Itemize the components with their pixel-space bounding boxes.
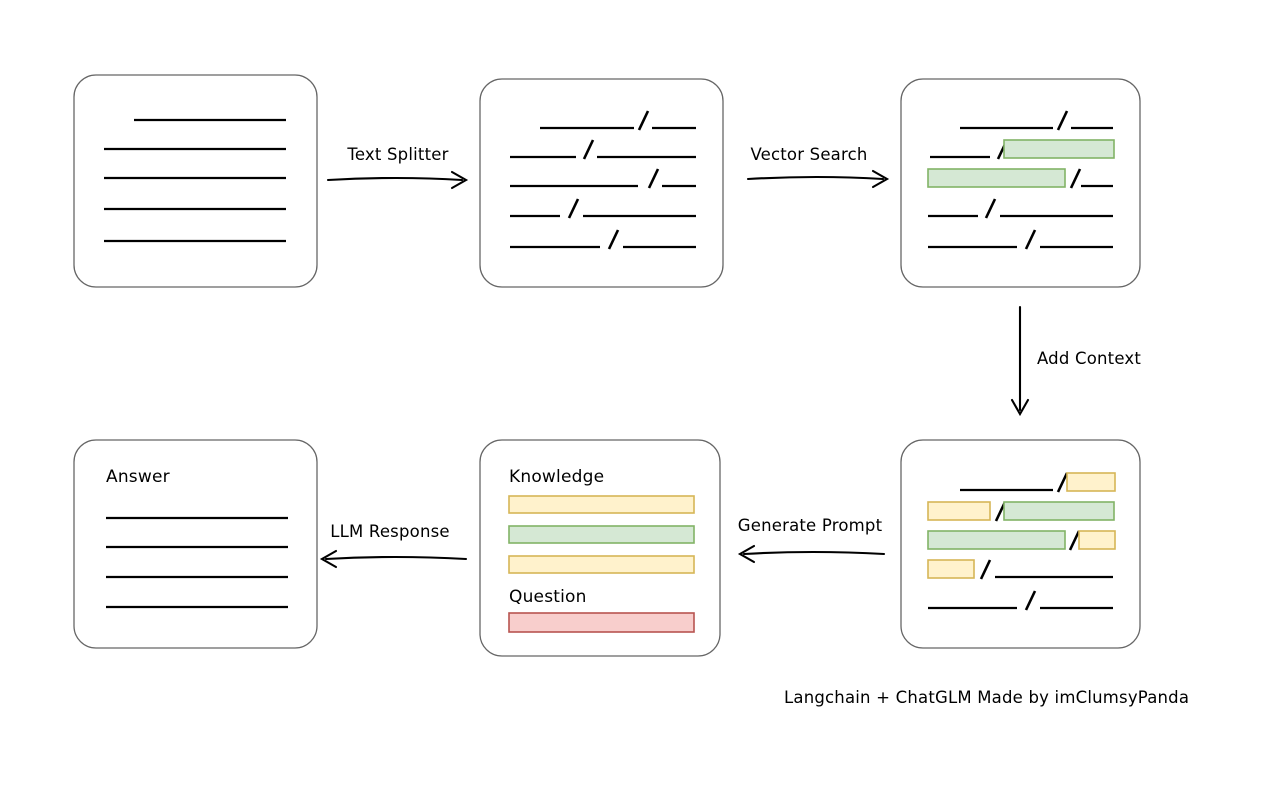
- retrieved-chunks-box: [900, 78, 1141, 288]
- answer-box: Answer: [73, 439, 318, 649]
- context-assembled-box: [900, 439, 1141, 649]
- vector-hits-chip-green-2-0: [927, 168, 1066, 188]
- source-document-box: [73, 74, 318, 288]
- diagram-caption: Langchain + ChatGLM Made by imClumsyPand…: [784, 688, 1189, 707]
- prompt-bar-yellow-0: [508, 495, 695, 514]
- prompt-bar-green-1: [508, 525, 695, 544]
- context-prompt-slash-4-1: [1024, 590, 1037, 611]
- answer-title: Answer: [106, 467, 170, 487]
- context-prompt-chip-yellow-0-2: [1066, 472, 1116, 492]
- prompt-frame: [479, 439, 721, 657]
- arrow-llm-response: LLM Response: [319, 522, 468, 569]
- context-prompt-chip-green-1-2: [1003, 501, 1115, 521]
- arrow-label-llm-response: LLM Response: [330, 522, 450, 541]
- vector-hits-slash-2-1: [1069, 168, 1082, 189]
- prompt-heading-1: Question: [509, 587, 587, 607]
- context-prompt-chip-yellow-3-0: [927, 559, 975, 579]
- prompt-bar-red-3: [508, 612, 695, 633]
- vector-hits-slash-3-1: [984, 198, 997, 219]
- arrow-text-splitter: Text Splitter: [326, 145, 469, 190]
- prompt-bar-yellow-2: [508, 555, 695, 574]
- context-prompt-chip-yellow-1-0: [927, 501, 991, 521]
- split-chunks-frame: [479, 78, 724, 288]
- arrow-label-add-context: Add Context: [1037, 349, 1141, 368]
- split-chunks-slash-2-1: [647, 168, 660, 189]
- arrow-generate-prompt: Generate Prompt: [737, 516, 886, 564]
- arrow-generate-prompt-head: [737, 544, 756, 564]
- vector-hits-slash-4-1: [1024, 229, 1037, 250]
- arrow-vector-search-head: [871, 169, 890, 189]
- vector-hits-slash-0-1: [1056, 110, 1069, 131]
- context-prompt-slash-0-1: [1056, 472, 1069, 493]
- split-chunks-box: [479, 78, 724, 288]
- arrow-label-vector-search: Vector Search: [750, 145, 867, 164]
- arrow-vector-search: Vector Search: [746, 145, 890, 189]
- arrow-add-context: Add Context: [1010, 305, 1141, 417]
- arrow-generate-prompt-shaft: [742, 550, 886, 556]
- arrow-llm-response-shaft: [324, 555, 468, 561]
- prompt-heading-0: Knowledge: [509, 467, 604, 487]
- arrow-llm-response-head: [319, 549, 338, 569]
- arrow-text-splitter-shaft: [326, 176, 464, 182]
- arrow-label-generate-prompt: Generate Prompt: [738, 516, 883, 535]
- answer-frame: [73, 439, 318, 649]
- vector-hits-chip-green-1-2: [1003, 139, 1115, 159]
- arrow-add-context-head: [1010, 398, 1030, 417]
- context-prompt-slash-2-1: [1068, 530, 1081, 551]
- arrow-text-splitter-head: [450, 170, 469, 190]
- split-chunks-slash-4-1: [607, 229, 620, 250]
- context-prompt-chip-yellow-2-2: [1078, 530, 1116, 550]
- context-prompt-slash-3-1: [979, 559, 992, 580]
- split-chunks-slash-1-1: [582, 139, 595, 160]
- source-document-frame: [73, 74, 318, 288]
- split-chunks-slash-3-1: [567, 198, 580, 219]
- arrow-vector-search-shaft: [746, 175, 885, 181]
- context-prompt-chip-green-2-0: [927, 530, 1066, 550]
- split-chunks-slash-0-1: [637, 110, 650, 131]
- arrow-label-text-splitter: Text Splitter: [346, 145, 448, 164]
